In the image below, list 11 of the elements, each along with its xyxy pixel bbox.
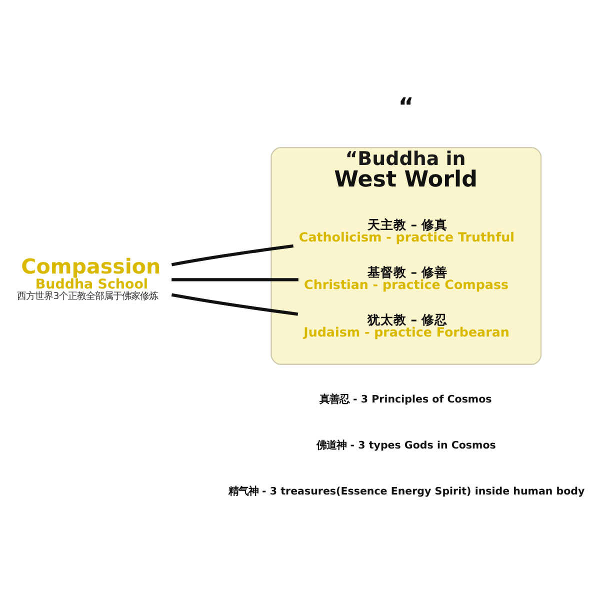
node-text: 基督教 – 修善 Christian - practice Compass [304, 264, 509, 292]
label: 精气神 - 3 treasures(Essence Energy Spirit) inside human body [228, 484, 585, 497]
connector [172, 278, 298, 281]
node-text: Compassion Buddha School 西方世界3个正教全部属于佛家修炼 [17, 254, 161, 302]
label: 佛道神 - 3 types Gods in Cosmos [316, 439, 496, 452]
node-text: 天主教 – 修真 Catholicism - practice Truthful [298, 216, 514, 244]
connector [171, 244, 294, 266]
label: “ [398, 92, 414, 120]
node-text: 犹太教 – 修忍 Judaism - practice Forbearan [304, 311, 510, 340]
label: 真善忍 - 3 Principles of Cosmos [319, 393, 492, 406]
connector [171, 292, 298, 316]
